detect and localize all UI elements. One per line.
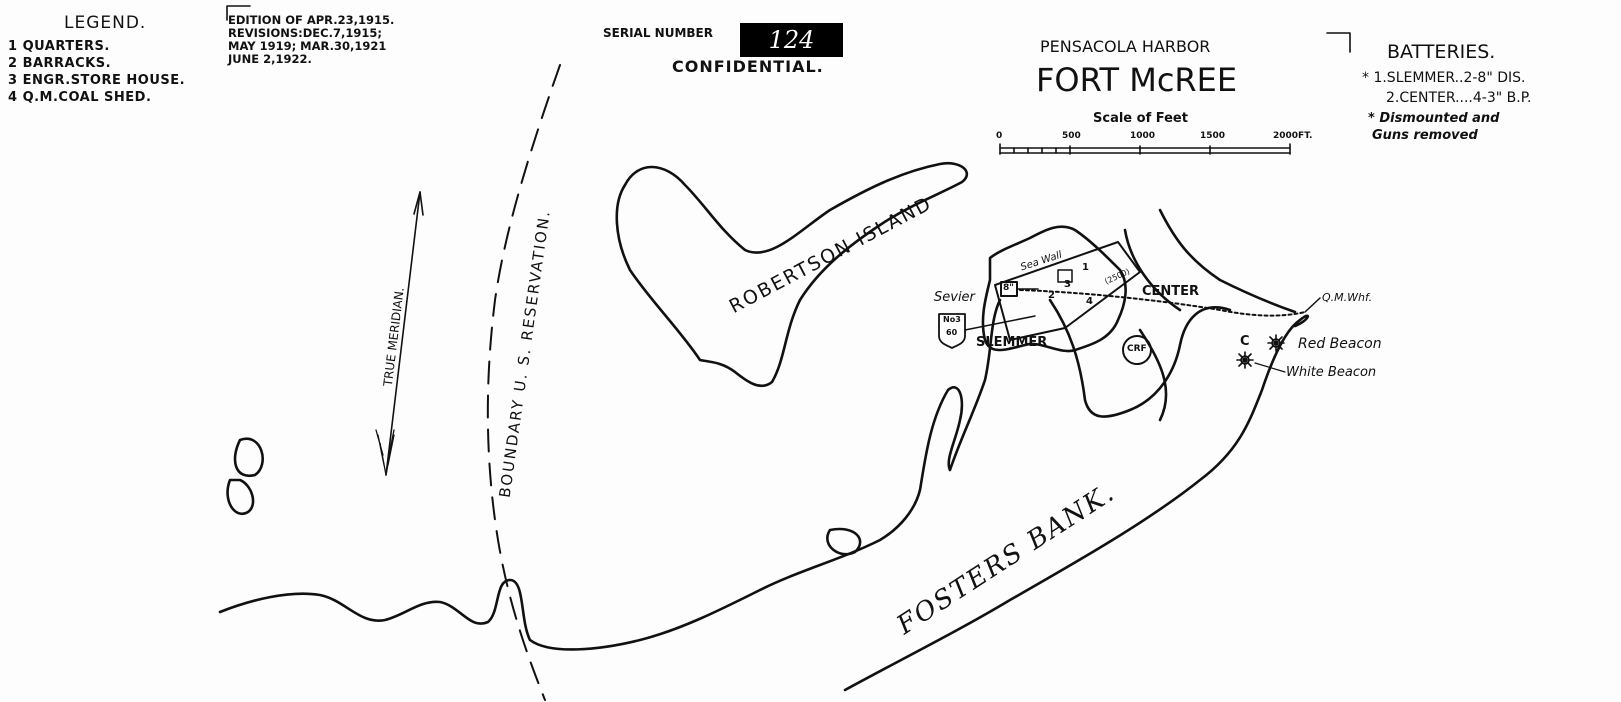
fort-title: FORT McREE (1036, 61, 1238, 99)
building-label: 4 (1086, 296, 1093, 307)
no3-sub-label: 60 (946, 328, 958, 337)
red-beacon-label: Red Beacon (1298, 336, 1382, 352)
scale-title: Scale of Feet (1093, 111, 1188, 126)
true-meridian-arrow (375, 191, 424, 476)
scale-tick: 500 (1062, 131, 1081, 141)
scale-tick: 0 (996, 131, 1003, 141)
white-beacon-icon (1236, 351, 1254, 369)
scale-tick: 2000FT. (1273, 131, 1313, 141)
edition-line: REVISIONS:DEC.7,1915; (228, 26, 382, 40)
crf-station (1122, 335, 1152, 365)
serial-number-label: SERIAL NUMBER (603, 26, 713, 40)
battery-item: 2.CENTER....4-3" B.P. (1386, 90, 1532, 106)
legend-item: 4 Q.M.COAL SHED. (8, 90, 152, 105)
scale-tick: 1000 (1130, 131, 1156, 141)
building-label: 3 (1064, 279, 1071, 290)
battery-item: * 1.SLEMMER..2-8" DIS. (1362, 70, 1526, 86)
edition-line: JUNE 2,1922. (228, 52, 312, 66)
no3-line (964, 315, 1036, 331)
channel-shore (1158, 208, 1297, 314)
edition-line: MAY 1919; MAR.30,1921 (228, 39, 387, 53)
battery-note: Guns removed (1372, 128, 1478, 143)
slemmer-label: SLEMMER (976, 335, 1048, 350)
island-small-3 (826, 527, 862, 556)
red-beacon-icon (1267, 334, 1285, 352)
batteries-title: BATTERIES. (1387, 41, 1496, 63)
fosters-bank-outline (843, 314, 1309, 692)
battery-note: * Dismounted and (1368, 111, 1500, 126)
confidential-mark: CONFIDENTIAL. (672, 57, 824, 76)
qm-wharf-label: Q.M.Whf. (1322, 291, 1373, 304)
fort-peninsula (981, 225, 1127, 353)
building-label: 1 (1082, 262, 1089, 273)
no3-shield (938, 313, 966, 349)
scale-tick: 1500 (1200, 131, 1226, 141)
building-quarters (1057, 269, 1073, 283)
inner-bank (1048, 298, 1232, 418)
sevier-gun-label: 8" (1003, 283, 1014, 293)
island-small-2 (226, 478, 255, 516)
sevier-label: Sevier (934, 290, 975, 305)
building-label: 2 (1048, 290, 1055, 301)
serial-number-value: 124 (740, 23, 843, 57)
railway (1019, 289, 1306, 317)
corner-mark-left (226, 5, 251, 21)
legend-item: 1 QUARTERS. (8, 39, 110, 54)
center-label: CENTER (1142, 284, 1200, 299)
island-small-1 (233, 437, 264, 478)
no3-label: No3 (943, 315, 961, 324)
legend-title: LEGEND. (64, 13, 147, 33)
harbor-title: PENSACOLA HARBOR (1040, 37, 1211, 56)
white-beacon-label: White Beacon (1286, 365, 1377, 380)
crf-label: CRF (1127, 344, 1147, 354)
edition-line: EDITION OF APR.23,1915. (228, 13, 395, 27)
mainland-shore (218, 298, 1002, 651)
legend-item: 2 BARRACKS. (8, 56, 112, 71)
sea-wall-box (994, 241, 1141, 341)
legend-item: 3 ENGR.STORE HOUSE. (8, 73, 186, 88)
reservation-boundary (486, 64, 561, 701)
corner-mark-right (1326, 32, 1351, 53)
robertson-island-outline (615, 161, 969, 388)
scale-bar (999, 143, 1291, 155)
c-marker-label: C (1240, 334, 1250, 349)
